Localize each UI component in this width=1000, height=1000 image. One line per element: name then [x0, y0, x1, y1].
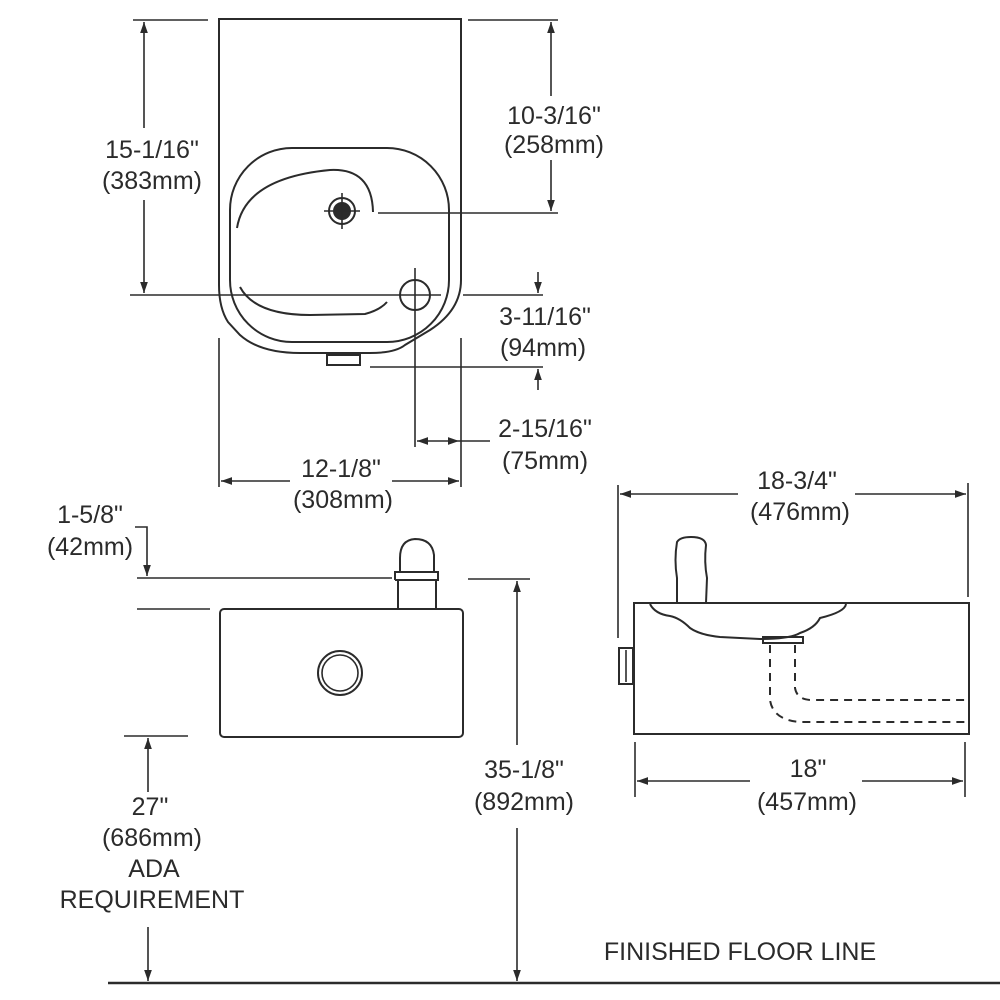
bubbler-icon: [324, 193, 360, 229]
dim-drain-front-metric: (94mm): [500, 334, 586, 362]
dim-overall-projection-imperial: 18-3/4": [757, 467, 837, 495]
dim-bubbler-height-imperial: 1-5/8": [57, 501, 123, 529]
dim-overall-depth-imperial: 15-1/16": [105, 136, 199, 164]
dim-bubbler-depth-metric: (258mm): [504, 131, 604, 159]
dim-basin-projection-metric: (457mm): [757, 788, 857, 816]
basin-splash-curve-lower: [239, 286, 388, 317]
dim-bubbler-depth-imperial: 10-3/16": [507, 102, 601, 130]
top-view-body-outline: [218, 18, 462, 354]
dim-overall-depth-metric: (383mm): [102, 167, 202, 195]
front-bubbler-icon: [394, 537, 439, 609]
top-view: 15-1/16" (383mm) 10-3/16" (258mm) 3-11/1…: [102, 18, 604, 514]
ada-note-line2: REQUIREMENT: [60, 886, 245, 914]
basin-outline: [229, 147, 450, 343]
dim-rim-height-imperial: 35-1/8": [484, 756, 564, 784]
dim-drain-offset-metric: (75mm): [502, 447, 588, 475]
dim-basin-projection-imperial: 18": [790, 755, 827, 783]
front-push-button-icon: [317, 650, 363, 696]
dim-rim-height-metric: (892mm): [474, 788, 574, 816]
side-view: 18-3/4" (476mm) 18" (457mm): [617, 467, 970, 816]
dim-overall-width-metric: (308mm): [293, 486, 393, 514]
drain-icon: [399, 268, 441, 322]
floor-line-label: FINISHED FLOOR LINE: [604, 938, 876, 966]
side-push-button-icon: [618, 647, 634, 685]
hidden-drain-pipe-inner: [794, 645, 967, 701]
ada-note-line1: ADA: [128, 855, 180, 883]
side-basin-bowl: [649, 603, 847, 641]
dim-overall-projection-metric: (476mm): [750, 498, 850, 526]
front-view: 1-5/8" (42mm) 35-1/8" (892mm) 27" (686mm…: [47, 501, 574, 981]
push-button-top: [326, 354, 361, 366]
front-view-body: [219, 608, 464, 738]
side-bubbler-icon: [674, 535, 709, 604]
dim-overall-width-imperial: 12-1/8": [301, 455, 381, 483]
basin-splash-curve-upper: [236, 168, 374, 229]
dim-bubbler-height-metric: (42mm): [47, 533, 133, 561]
dim-knee-clearance-imperial: 27": [132, 793, 169, 821]
hidden-drain-pipe-outer: [769, 645, 967, 723]
dim-knee-clearance-metric: (686mm): [102, 824, 202, 852]
side-drain-flange: [762, 636, 804, 644]
dim-drain-front-imperial: 3-11/16": [499, 303, 591, 331]
dim-drain-offset-imperial: 2-15/16": [498, 415, 592, 443]
